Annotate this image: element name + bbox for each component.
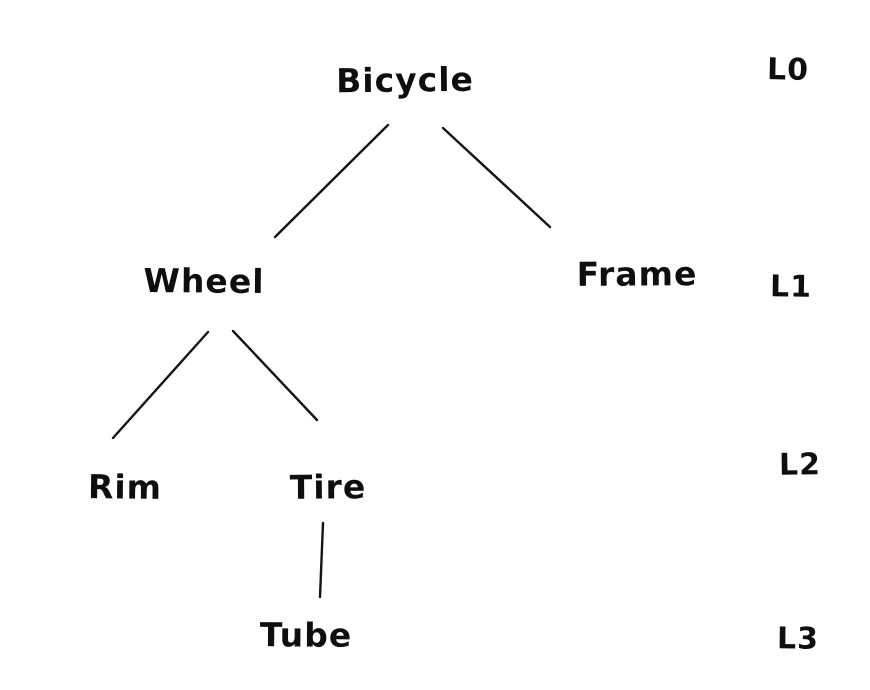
node-wheel: Wheel: [143, 260, 265, 302]
edge-bicycle-frame: [441, 126, 552, 229]
level-label-l1: L1: [769, 269, 813, 305]
level-label-l3: L3: [776, 621, 820, 657]
node-tire: Tire: [289, 467, 367, 507]
edge-bicycle-wheel: [273, 123, 390, 239]
node-frame: Frame: [576, 254, 698, 294]
node-tube: Tube: [259, 615, 353, 655]
level-label-l2: L2: [778, 447, 822, 483]
edge-tire-tube: [318, 521, 325, 599]
node-bicycle: Bicycle: [335, 59, 475, 101]
level-label-l0: L0: [766, 52, 810, 88]
node-rim: Rim: [87, 467, 163, 507]
edge-wheel-rim: [111, 330, 210, 440]
edge-wheel-tire: [231, 329, 319, 422]
